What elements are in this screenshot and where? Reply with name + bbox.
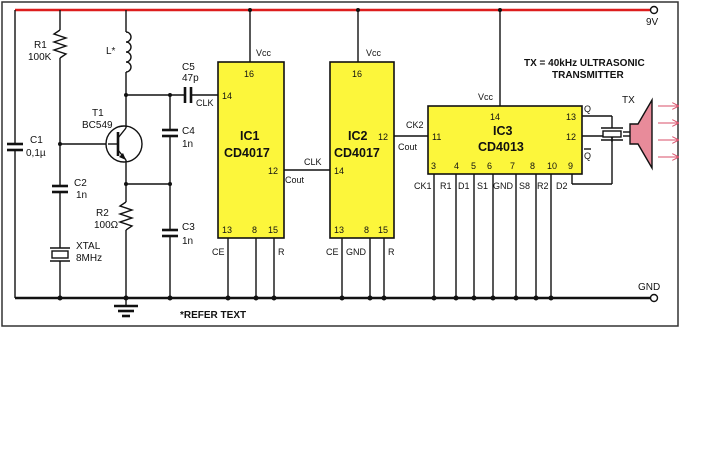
crystal: [50, 247, 70, 262]
ic3-pin-9: 9: [568, 161, 573, 171]
ic3-pin-13: 13: [566, 112, 576, 122]
ic2-pin-vcc: 16: [352, 69, 362, 79]
ic3-s8-label: S8: [519, 181, 530, 191]
ic1-cout-label: Cout: [285, 175, 305, 185]
ic1-pin-vcc: 16: [244, 69, 254, 79]
ic3-d2-label: D2: [556, 181, 568, 191]
c3-value: 1n: [182, 236, 193, 247]
ic1-pin-clk: 14: [222, 91, 232, 101]
c2-ref: C2: [74, 178, 87, 189]
ic2-gnd-label: GND: [346, 247, 367, 257]
ic3-pin-4: 4: [454, 161, 459, 171]
ic1-body: [217, 61, 285, 239]
c5-value: 47p: [182, 73, 199, 84]
ic3-pin-8: 8: [530, 161, 535, 171]
ic3-r1-label: R1: [440, 181, 452, 191]
ic2-body: [329, 61, 395, 239]
inductor: [125, 31, 132, 73]
ic2-clk-label: CLK: [304, 157, 322, 167]
ic3-ck2-label: CK2: [406, 120, 424, 130]
ic2-pin-clk: 14: [334, 166, 344, 176]
ic2-title: IC2: [348, 129, 368, 143]
emission-arrows: [658, 106, 678, 157]
ic2-pin-8: 8: [364, 225, 369, 235]
supply-rail-label: 9V: [646, 17, 659, 28]
ic2-part: CD4017: [334, 146, 380, 160]
ic3-s1-label: S1: [477, 181, 488, 191]
ic3-q-label: Q: [584, 104, 591, 114]
ic3-part: CD4013: [478, 140, 524, 154]
ic3-pin-10: 10: [547, 161, 557, 171]
c5-ref: C5: [182, 62, 195, 73]
c4-ref: C4: [182, 126, 195, 137]
ic1-ce-label: CE: [212, 247, 225, 257]
ic2-vcc-label: Vcc: [366, 48, 382, 58]
ic2-r-label: R: [388, 247, 395, 257]
ground-symbol: [114, 298, 138, 318]
c1-value: 0,1µ: [26, 148, 46, 159]
inductor-ref: L*: [106, 46, 116, 57]
t1-ref: T1: [92, 108, 104, 119]
ic3-d1-label: D1: [458, 181, 470, 191]
ic1-title: IC1: [240, 129, 260, 143]
c2-value: 1n: [76, 190, 87, 201]
r2-value: 100Ω: [94, 220, 119, 231]
transmitter-subtitle: TRANSMITTER: [552, 70, 624, 81]
ic3-gnd-label: GND: [493, 181, 514, 191]
c3-ref: C3: [182, 222, 195, 233]
supply-terminal: [649, 5, 659, 15]
transmitter-horn: [629, 97, 653, 171]
ic3-r2-label: R2: [537, 181, 549, 191]
c4-value: 1n: [182, 139, 193, 150]
ic3-vcc-label: Vcc: [478, 92, 494, 102]
transistor: [105, 125, 143, 163]
c1-ref: C1: [30, 135, 43, 146]
ic3-pin-7: 7: [510, 161, 515, 171]
ic3-qbar-label: Q: [584, 151, 591, 161]
ic1-pin-13: 13: [222, 225, 232, 235]
ic3-pin-6: 6: [487, 161, 492, 171]
ground-rail-label: GND: [638, 282, 660, 293]
ic2-pin-out: 12: [378, 132, 388, 142]
ic3-ck1-label: CK1: [414, 181, 432, 191]
ic3-pin-12: 12: [566, 132, 576, 142]
transmitter-title: TX = 40kHz ULTRASONIC: [524, 58, 645, 69]
ic3-title: IC3: [493, 124, 513, 138]
r2-ref: R2: [96, 208, 109, 219]
ic2-pin-13: 13: [334, 225, 344, 235]
transmitter-ref: TX: [622, 95, 635, 106]
ic1-part: CD4017: [224, 146, 270, 160]
ic3-pin-11: 11: [432, 132, 441, 142]
xtal-value: 8MHz: [76, 253, 102, 264]
ic1-clk-label: CLK: [196, 98, 214, 108]
ic3-body: [427, 105, 583, 175]
t1-value: BC549: [82, 120, 113, 131]
ic1-r-label: R: [278, 247, 285, 257]
ground-terminal: [649, 293, 659, 303]
ic2-pin-15: 15: [378, 225, 388, 235]
r1-ref: R1: [34, 40, 47, 51]
transmitter-element: [601, 127, 630, 141]
xtal-ref: XTAL: [76, 241, 101, 252]
r1-resistor: [51, 29, 69, 59]
r2-resistor: [117, 201, 135, 231]
diagram-frame: [1, 1, 679, 327]
ic2-cout-label: Cout: [398, 142, 418, 152]
ic3-pin-5: 5: [471, 161, 476, 171]
ic3-pin-vcc: 14: [490, 112, 500, 122]
ic1-vcc-label: Vcc: [256, 48, 272, 58]
ic1-pin-out: 12: [268, 166, 278, 176]
ic1-pin-8: 8: [252, 225, 257, 235]
refer-text-note: *REFER TEXT: [180, 310, 246, 321]
r1-value: 100K: [28, 52, 52, 63]
ic3-pin-3: 3: [431, 161, 436, 171]
ic1-pin-15: 15: [268, 225, 278, 235]
ic2-ce-label: CE: [326, 247, 339, 257]
